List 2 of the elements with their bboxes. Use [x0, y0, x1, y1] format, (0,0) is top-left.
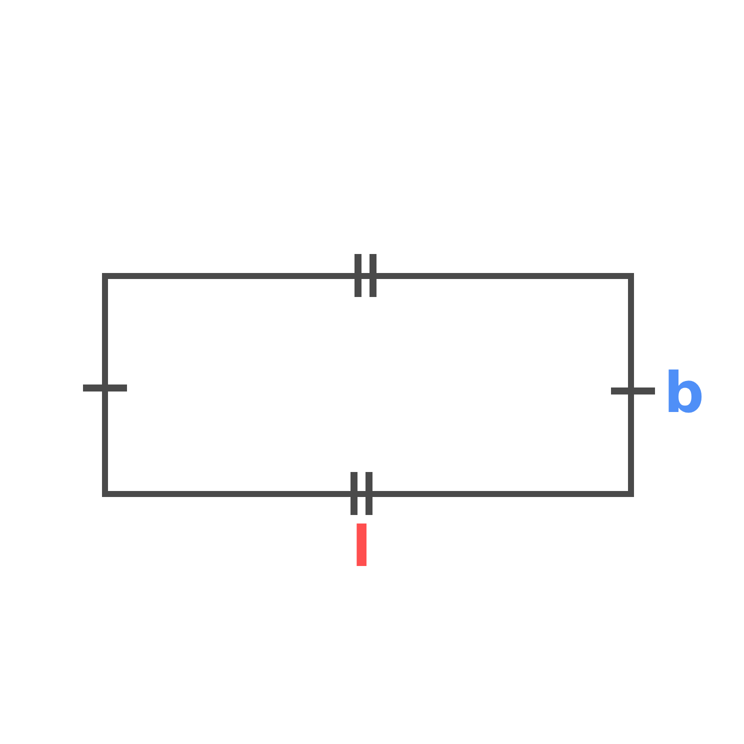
side-label: b	[664, 366, 704, 422]
side-label: l	[352, 520, 372, 576]
